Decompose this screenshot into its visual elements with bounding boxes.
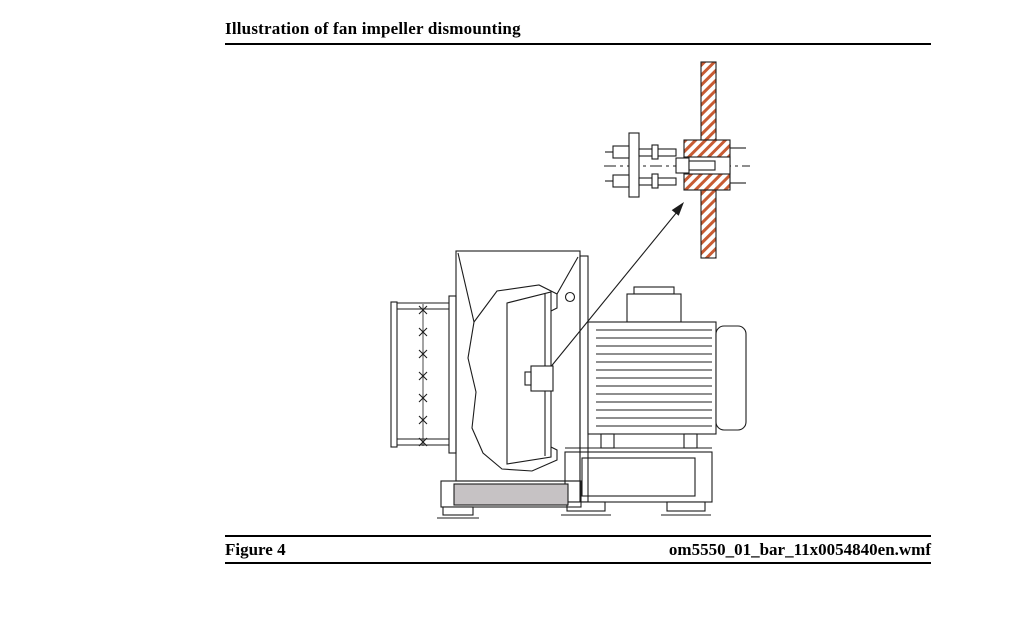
title-underline	[225, 43, 931, 45]
wall-section-lower	[700, 189, 717, 259]
cooling-fins	[596, 329, 712, 427]
motor-end-cap	[715, 325, 747, 431]
pedestal-block	[453, 483, 569, 506]
center-bolt-shaft	[688, 160, 716, 171]
wall-section-upper	[700, 61, 717, 141]
puller-bolt-head-top	[612, 145, 630, 159]
figure-caption: Figure 4 om5550_01_bar_11x0054840en.wmf	[225, 540, 931, 560]
puller-bolt-head-bottom	[612, 174, 630, 188]
figure-label: Figure 4	[225, 540, 286, 559]
base-frame-outer	[564, 451, 713, 503]
pedestal-outline	[440, 480, 582, 508]
flange-bolts	[418, 305, 428, 447]
puller-washer-bottom	[651, 173, 659, 189]
impeller-hub	[530, 365, 554, 392]
flange-plate-outer	[390, 301, 398, 448]
terminal-box	[626, 293, 682, 323]
motor-foot-right	[683, 433, 698, 449]
motor	[587, 286, 747, 449]
terminal-box-lid	[633, 286, 675, 295]
puller-plate	[628, 132, 640, 198]
arrow-line	[548, 211, 678, 370]
housing-side-plate	[579, 255, 589, 503]
caption-rule-top	[225, 535, 931, 537]
scroll-outline	[467, 284, 558, 472]
inlet-flange	[390, 295, 457, 454]
motor-base	[561, 447, 713, 516]
fan-pedestal	[437, 480, 582, 519]
fan-housing	[455, 250, 589, 503]
drawing-root	[390, 61, 750, 519]
arrow-head	[671, 202, 684, 216]
callout-arrow	[548, 202, 684, 370]
center-bolt-head	[675, 157, 690, 174]
caption-rule-bottom	[225, 562, 931, 564]
detail-view	[604, 61, 750, 259]
puller-washer-top	[651, 144, 659, 160]
flange-plate-inner	[448, 295, 457, 454]
pedestal-pad	[442, 506, 474, 516]
page-title: Illustration of fan impeller dismounting	[225, 19, 521, 38]
base-pad-right	[666, 501, 706, 512]
motor-foot-left	[600, 433, 615, 449]
figure-filename: om5550_01_bar_11x0054840en.wmf	[668, 540, 931, 559]
lifting-hole	[564, 291, 576, 303]
base-frame-inner	[581, 457, 696, 497]
hub-step	[524, 371, 532, 386]
